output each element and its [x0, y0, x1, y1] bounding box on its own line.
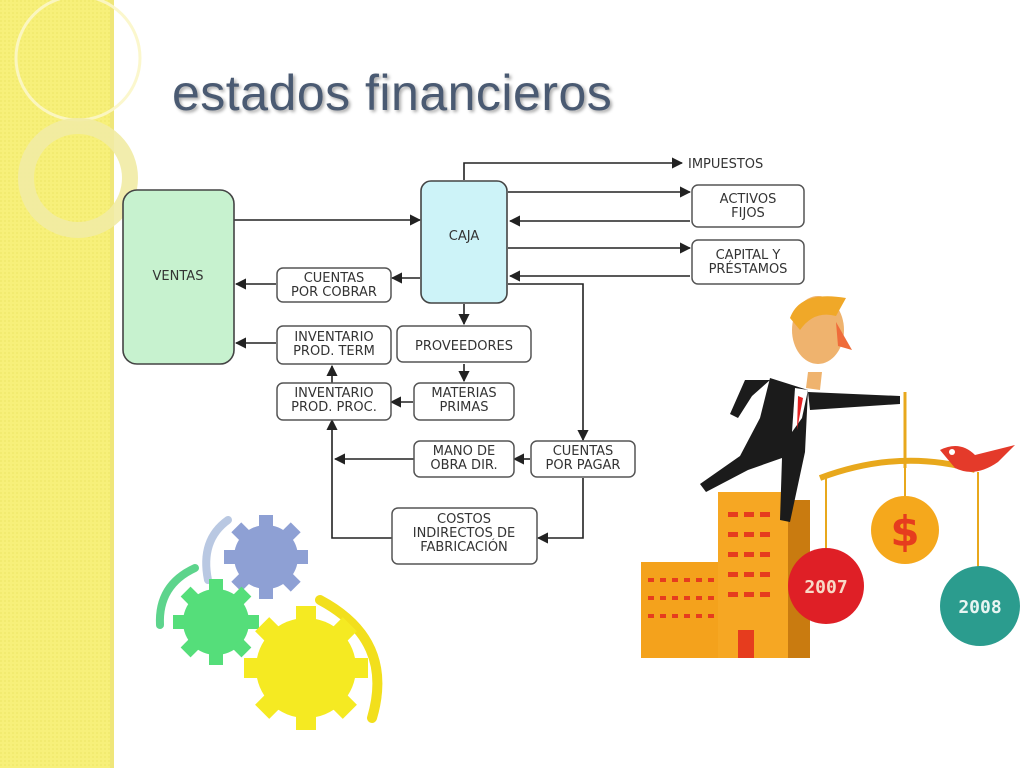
node-proveedores-label: PROVEEDORES	[415, 339, 513, 354]
node-cuentas-pagar-box	[530, 440, 636, 478]
decorative-sidebar	[0, 0, 142, 768]
node-label-line: MANO DE	[433, 444, 495, 459]
gear-blue-icon	[224, 515, 308, 599]
node-label-line: FIJOS	[731, 206, 765, 221]
arrow-caja-impuestos	[463, 157, 684, 180]
node-label-line: PROD. TERM	[293, 344, 375, 359]
businessman-illustration: 2007 $ 2008	[641, 296, 1020, 658]
node-label-line: MATERIAS	[431, 386, 496, 401]
coin-dollar	[871, 496, 939, 564]
node-label-line: PRIMAS	[439, 400, 488, 415]
node-label-line: COSTOS	[437, 512, 491, 527]
node-label-line: INVENTARIO	[294, 386, 373, 401]
node-label-line: INVENTARIO	[294, 330, 373, 345]
node-label-line: PROD. PROC.	[291, 400, 377, 415]
coin-2007	[788, 548, 864, 624]
node-activos-fijos-box	[691, 184, 805, 228]
gear-yellow-icon	[244, 606, 368, 730]
node-caja-label: CAJA	[449, 229, 480, 244]
coin-dollar-label: $	[890, 507, 919, 556]
node-label-line: POR COBRAR	[291, 285, 377, 300]
node-impuestos-label: IMPUESTOS	[688, 157, 763, 172]
coin-2007-label: 2007	[804, 577, 847, 598]
node-materias-primas-box	[413, 382, 515, 421]
slide-title: estados financieros	[172, 65, 613, 121]
node-label-line: CAJA	[449, 229, 480, 244]
node-label-line: PRÉSTAMOS	[709, 261, 788, 277]
node-cuentas-cobrar-box	[276, 267, 392, 303]
node-label-line: POR PAGAR	[546, 458, 621, 473]
node-label-line: PROVEEDORES	[415, 339, 513, 354]
node-ventas-label: VENTAS	[153, 269, 204, 284]
node-label-line: CUENTAS	[553, 444, 614, 459]
node-label-line: VENTAS	[153, 269, 204, 284]
coin-2008	[940, 566, 1020, 646]
gears-illustration	[155, 515, 383, 730]
node-capital-prestamos-box	[691, 239, 805, 285]
coin-2008-label: 2008	[958, 597, 1001, 618]
node-mano-obra-box	[413, 440, 515, 478]
node-label-line: CUENTAS	[304, 271, 365, 286]
node-label-line: OBRA DIR.	[430, 458, 497, 473]
gear-green-icon	[173, 579, 259, 665]
node-ventas-box	[122, 189, 235, 365]
node-proveedores-box	[396, 325, 532, 363]
node-inventario-proc-box	[276, 382, 392, 421]
node-label-line: INDIRECTOS DE	[413, 526, 516, 541]
arrow-caja-cuentas-pagar	[508, 283, 589, 442]
node-inventario-term-box	[276, 325, 392, 365]
node-caja-box	[420, 180, 508, 304]
node-label-line: FABRICACIÓN	[420, 539, 508, 555]
arrow-pagar-costos	[536, 478, 584, 544]
node-costos-indirectos-box	[391, 507, 538, 565]
diagram-connectors	[234, 157, 692, 544]
node-label-line: ACTIVOS	[720, 192, 777, 207]
arrow-costos-inventario-proc	[326, 418, 392, 539]
node-label-line: IMPUESTOS	[688, 157, 763, 172]
node-label-line: CAPITAL Y	[716, 248, 781, 263]
